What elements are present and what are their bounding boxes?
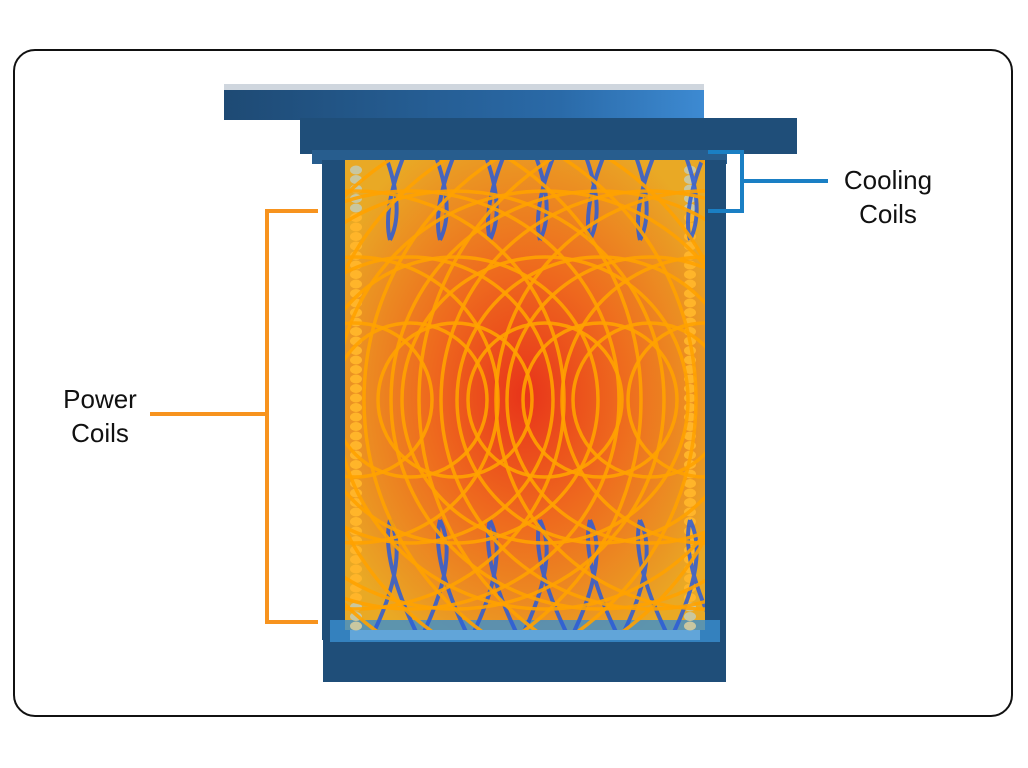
coil-turn	[350, 384, 362, 393]
field-line	[455, 255, 705, 545]
field-line	[505, 255, 705, 545]
coil-turn	[684, 393, 696, 403]
field-line	[362, 160, 498, 630]
coil-turn	[684, 488, 696, 498]
bottom-plate	[323, 640, 726, 682]
coil-turn	[350, 232, 362, 241]
coil-turn	[350, 507, 362, 517]
top-plate	[224, 86, 704, 120]
power-coils-label: Power Coils	[63, 384, 137, 448]
field-line	[626, 321, 705, 479]
coil-turn	[350, 403, 362, 412]
coil-turn	[350, 621, 362, 631]
field-line	[521, 321, 679, 479]
coil-turn	[350, 393, 362, 403]
coil-turn	[350, 327, 362, 336]
field-line	[345, 255, 600, 545]
coil-turn	[684, 621, 696, 631]
coil-turn	[684, 308, 696, 317]
field-line	[345, 321, 434, 479]
field-line	[507, 160, 643, 630]
coil-turn	[350, 441, 362, 450]
coil-turn	[350, 564, 362, 574]
field-line	[345, 321, 489, 479]
coil-turn	[684, 479, 696, 488]
coil-turn	[684, 270, 696, 279]
coil-turn	[350, 222, 362, 232]
field-line	[562, 160, 698, 630]
coil-turn	[684, 298, 696, 308]
field-line	[571, 321, 705, 479]
top-flange	[300, 118, 797, 154]
field-line	[494, 189, 705, 611]
field-line	[417, 160, 553, 630]
field-line	[345, 189, 705, 611]
coil-turn	[350, 374, 362, 384]
cooling-field-line	[472, 160, 518, 630]
coil-turn	[350, 355, 362, 365]
coil-turn	[350, 422, 362, 431]
cooling-coils-bracket	[708, 150, 828, 213]
field-line	[439, 189, 705, 611]
coil-turn	[350, 460, 362, 469]
field-line	[466, 321, 624, 479]
field-line	[345, 189, 566, 611]
field-line	[345, 189, 621, 611]
coil-turn	[684, 498, 696, 507]
field-line	[345, 255, 500, 545]
field-line	[389, 189, 705, 611]
coil-turn	[350, 431, 362, 441]
coil-turn	[350, 412, 362, 422]
coil-turn	[684, 612, 696, 621]
power-coils-bracket	[150, 209, 318, 624]
coil-turn	[350, 203, 362, 213]
coil-turn	[350, 270, 362, 279]
field-line	[400, 255, 690, 545]
cooling-coils-label: Cooling Coils	[843, 165, 933, 229]
coil-turn	[350, 279, 362, 289]
field-line	[560, 255, 705, 545]
coil-turn	[350, 365, 362, 374]
magnetic-field-lines	[345, 160, 705, 630]
coil-turn	[350, 517, 362, 526]
coil-turn	[350, 555, 362, 564]
field-line	[345, 255, 555, 545]
coil-turn	[350, 165, 362, 175]
